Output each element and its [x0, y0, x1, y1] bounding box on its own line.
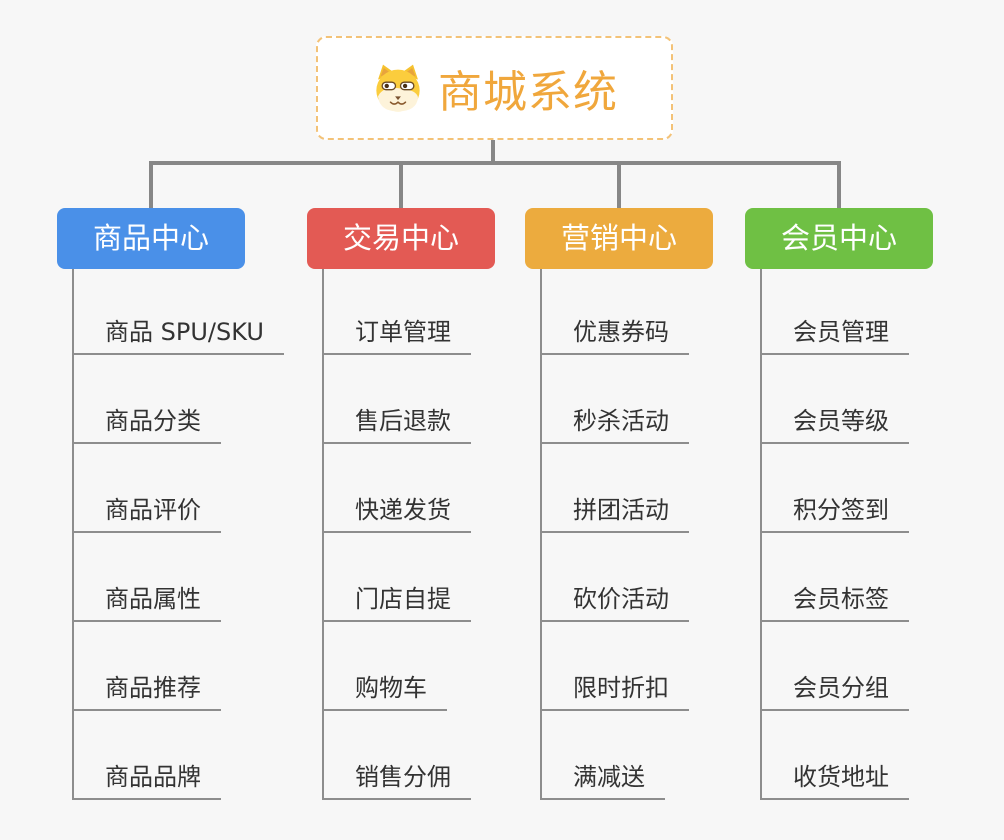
leaf-node[interactable]: 限时折扣 [540, 673, 689, 711]
leaf-node[interactable]: 门店自提 [322, 584, 471, 622]
leaf-node[interactable]: 积分签到 [760, 495, 909, 533]
branch-spine-marketing-center [540, 269, 542, 800]
leaf-node[interactable]: 秒杀活动 [540, 406, 689, 444]
leaf-node[interactable]: 优惠券码 [540, 317, 689, 355]
leaf-node[interactable]: 会员分组 [760, 673, 909, 711]
leaf-node[interactable]: 售后退款 [322, 406, 471, 444]
leaf-node[interactable]: 会员管理 [760, 317, 909, 355]
leaf-node[interactable]: 快递发货 [322, 495, 471, 533]
shiba-doge-icon [376, 64, 420, 112]
branch-drop-connector-marketing-center [617, 161, 621, 208]
leaf-node[interactable]: 商品分类 [72, 406, 221, 444]
leaf-node[interactable]: 商品评价 [72, 495, 221, 533]
leaf-node[interactable]: 收货地址 [760, 762, 909, 800]
leaf-node[interactable]: 砍价活动 [540, 584, 689, 622]
leaf-node[interactable]: 会员等级 [760, 406, 909, 444]
leaf-node[interactable]: 拼团活动 [540, 495, 689, 533]
root-connector-vertical [491, 140, 495, 165]
branch-drop-connector-member-center [837, 161, 841, 208]
leaf-node[interactable]: 商品属性 [72, 584, 221, 622]
branch-node-product-center[interactable]: 商品中心 [57, 208, 245, 269]
leaf-node[interactable]: 购物车 [322, 673, 447, 711]
leaf-node[interactable]: 满减送 [540, 762, 665, 800]
leaf-node[interactable]: 商品推荐 [72, 673, 221, 711]
branch-spine-trade-center [322, 269, 324, 800]
leaf-node[interactable]: 销售分佣 [322, 762, 471, 800]
leaf-node[interactable]: 商品 SPU/SKU [72, 317, 284, 355]
root-title: 商城系统 [438, 67, 618, 118]
leaf-node[interactable]: 订单管理 [322, 317, 471, 355]
branch-connector-horizontal [149, 161, 841, 165]
root-node[interactable]: 商城系统 [316, 36, 673, 140]
branch-node-member-center[interactable]: 会员中心 [745, 208, 933, 269]
branch-spine-product-center [72, 269, 74, 800]
branch-node-marketing-center[interactable]: 营销中心 [525, 208, 713, 269]
branch-spine-member-center [760, 269, 762, 800]
branch-drop-connector-trade-center [399, 161, 403, 208]
leaf-node[interactable]: 商品品牌 [72, 762, 221, 800]
branch-drop-connector-product-center [149, 161, 153, 208]
leaf-node[interactable]: 会员标签 [760, 584, 909, 622]
branch-node-trade-center[interactable]: 交易中心 [307, 208, 495, 269]
